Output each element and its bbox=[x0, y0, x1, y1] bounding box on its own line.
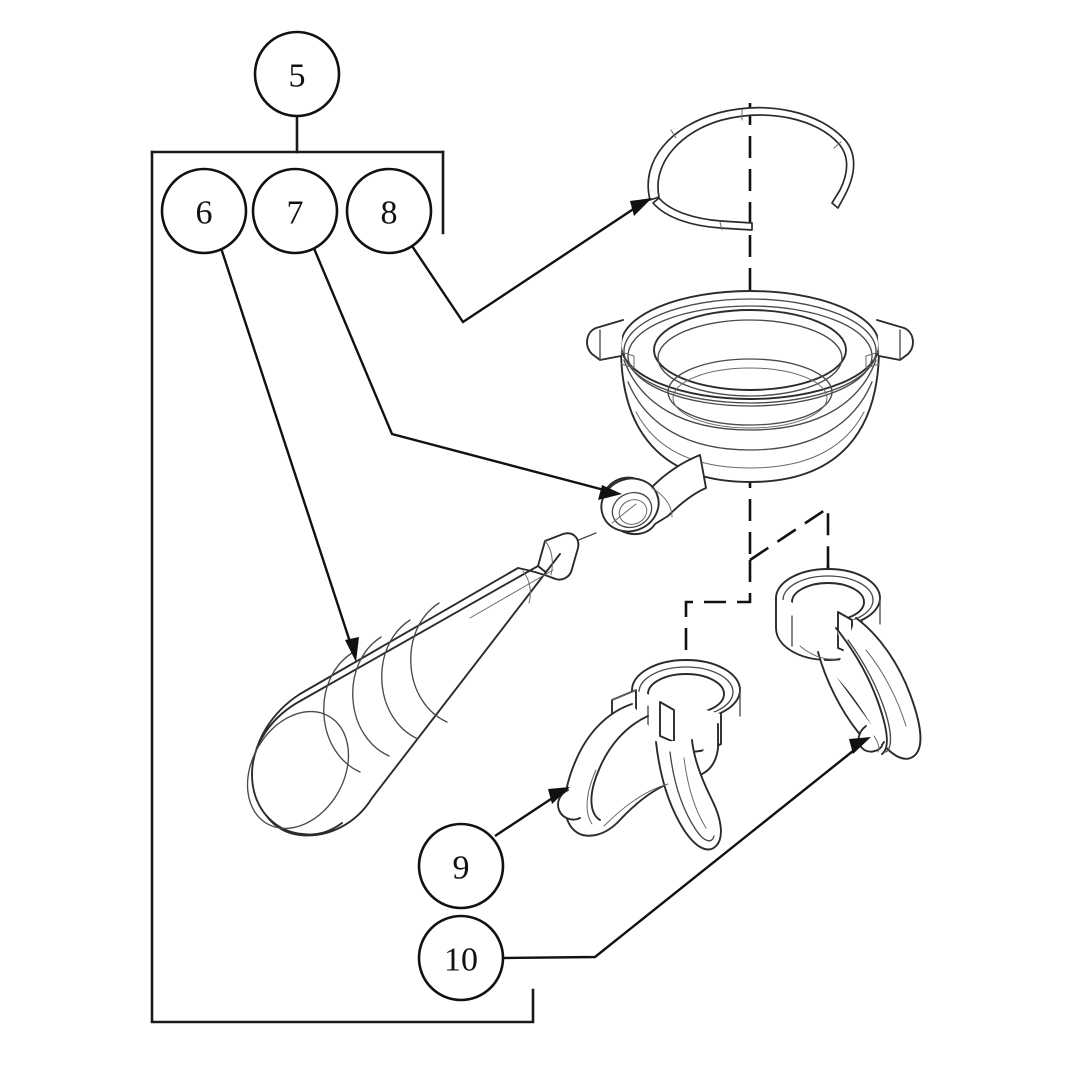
callout-9-circle[interactable] bbox=[417, 822, 505, 910]
portafilter-socket-hatch bbox=[611, 503, 637, 524]
double-spout-leg-seam-1 bbox=[847, 639, 892, 753]
handle-grip-ring-3 bbox=[381, 619, 419, 740]
leader-line-9 bbox=[494, 793, 558, 838]
single-spout-nose bbox=[557, 789, 581, 821]
leader-line-6 bbox=[218, 244, 354, 649]
portafilter-inner-bore bbox=[653, 309, 847, 391]
callout-7[interactable]: 7 bbox=[251, 167, 339, 255]
handle-grip-ring-1 bbox=[323, 652, 361, 773]
portafilter-lug-left-notch bbox=[620, 351, 635, 369]
callout-8[interactable]: 8 bbox=[345, 167, 433, 255]
handle-barrel-top-edge bbox=[301, 565, 539, 701]
handle-end-cap bbox=[251, 699, 343, 836]
arrowhead-9 bbox=[548, 787, 570, 804]
arrowhead-8 bbox=[630, 198, 652, 216]
callout-5-circle[interactable] bbox=[253, 30, 341, 118]
callout-8-circle[interactable] bbox=[345, 167, 433, 255]
single-spout-shell-inner bbox=[590, 715, 649, 821]
callout-5-label: 5 bbox=[289, 58, 306, 95]
double-spout bbox=[775, 568, 922, 760]
leader-line-8 bbox=[409, 204, 639, 324]
handle-end-cap-seam bbox=[246, 710, 350, 830]
portafilter-inner-bore-step bbox=[657, 319, 843, 397]
portafilter-lug-right bbox=[876, 319, 914, 361]
callout-9[interactable]: 9 bbox=[417, 822, 505, 910]
callout-10[interactable]: 10 bbox=[417, 914, 505, 1002]
handle-grip-ring-4 bbox=[410, 602, 448, 723]
handle-shaft-highlight bbox=[469, 569, 554, 619]
spring-clip-wire-tail bbox=[652, 197, 753, 231]
spring-clip-segment-mark-4 bbox=[719, 221, 723, 231]
single-spout-leg-seam bbox=[683, 757, 707, 829]
portafilter-lug-left bbox=[586, 319, 624, 361]
double-spout-tip bbox=[857, 725, 883, 753]
single-spout-slot bbox=[659, 701, 675, 743]
single-spout-leg-inner bbox=[669, 751, 715, 842]
portafilter-basket-seat bbox=[667, 358, 833, 426]
portafilter-body-band-1 bbox=[623, 359, 877, 431]
portafilter-lug-right-notch bbox=[865, 351, 880, 369]
single-spout bbox=[557, 659, 741, 851]
single-spout-shell-seam bbox=[586, 769, 597, 825]
callout-7-circle[interactable] bbox=[251, 167, 339, 255]
double-spout-tip-seam bbox=[873, 735, 880, 753]
leader-line-10 bbox=[502, 746, 859, 960]
wire-spring-clip bbox=[647, 106, 855, 231]
tamper-handle bbox=[246, 532, 597, 837]
assembly-bracket bbox=[150, 114, 535, 1024]
callout-6[interactable]: 6 bbox=[160, 167, 248, 255]
handle-grip-ring-2 bbox=[352, 636, 390, 757]
centerline-branch-left bbox=[684, 560, 752, 700]
double-spout-collar-seam bbox=[799, 645, 837, 660]
portafilter-neck-contour bbox=[651, 487, 673, 518]
portafilter-body-band-3 bbox=[635, 411, 865, 469]
portafilter-rim-step-2 bbox=[627, 305, 873, 407]
portafilter-socket-bore-outer bbox=[611, 491, 653, 529]
portafilter-rim-step-1 bbox=[623, 298, 877, 404]
portafilter-socket-boss bbox=[600, 477, 660, 533]
spring-clip-segment-mark-3 bbox=[833, 141, 842, 149]
callout-5[interactable]: 5 bbox=[253, 30, 341, 118]
leader-line-7 bbox=[311, 245, 609, 493]
callout-10-circle[interactable] bbox=[417, 914, 505, 1002]
callout-7-label: 7 bbox=[287, 195, 304, 232]
single-spout-tab-edge bbox=[611, 689, 637, 701]
single-spout-rim-seam bbox=[603, 783, 669, 827]
handle-collar-seam bbox=[544, 540, 553, 576]
callout-9-label: 9 bbox=[453, 850, 470, 887]
arrowhead-7 bbox=[598, 485, 622, 500]
leader-lines bbox=[218, 198, 871, 960]
handle-barrel-seam bbox=[522, 570, 531, 604]
arrowhead-10 bbox=[849, 737, 871, 754]
portafilter-basket-seat-inner bbox=[672, 367, 828, 429]
portafilter-body bbox=[586, 290, 914, 536]
callout-8-label: 8 bbox=[381, 195, 398, 232]
double-spout-inner-leg bbox=[835, 627, 888, 755]
bracket-frame-outline bbox=[150, 150, 535, 1024]
spring-clip-wire-body bbox=[647, 106, 855, 209]
portafilter-body-band-2 bbox=[627, 381, 873, 451]
callout-6-circle[interactable] bbox=[160, 167, 248, 255]
double-spout-leg-seam-2 bbox=[865, 649, 907, 727]
callout-bubbles: 5 6 7 8 9 10 bbox=[160, 30, 505, 1002]
callout-10-label: 10 bbox=[444, 942, 478, 979]
arrowhead-6 bbox=[345, 637, 359, 662]
spring-clip-segment-mark-2 bbox=[670, 129, 677, 139]
callout-6-label: 6 bbox=[196, 195, 213, 232]
